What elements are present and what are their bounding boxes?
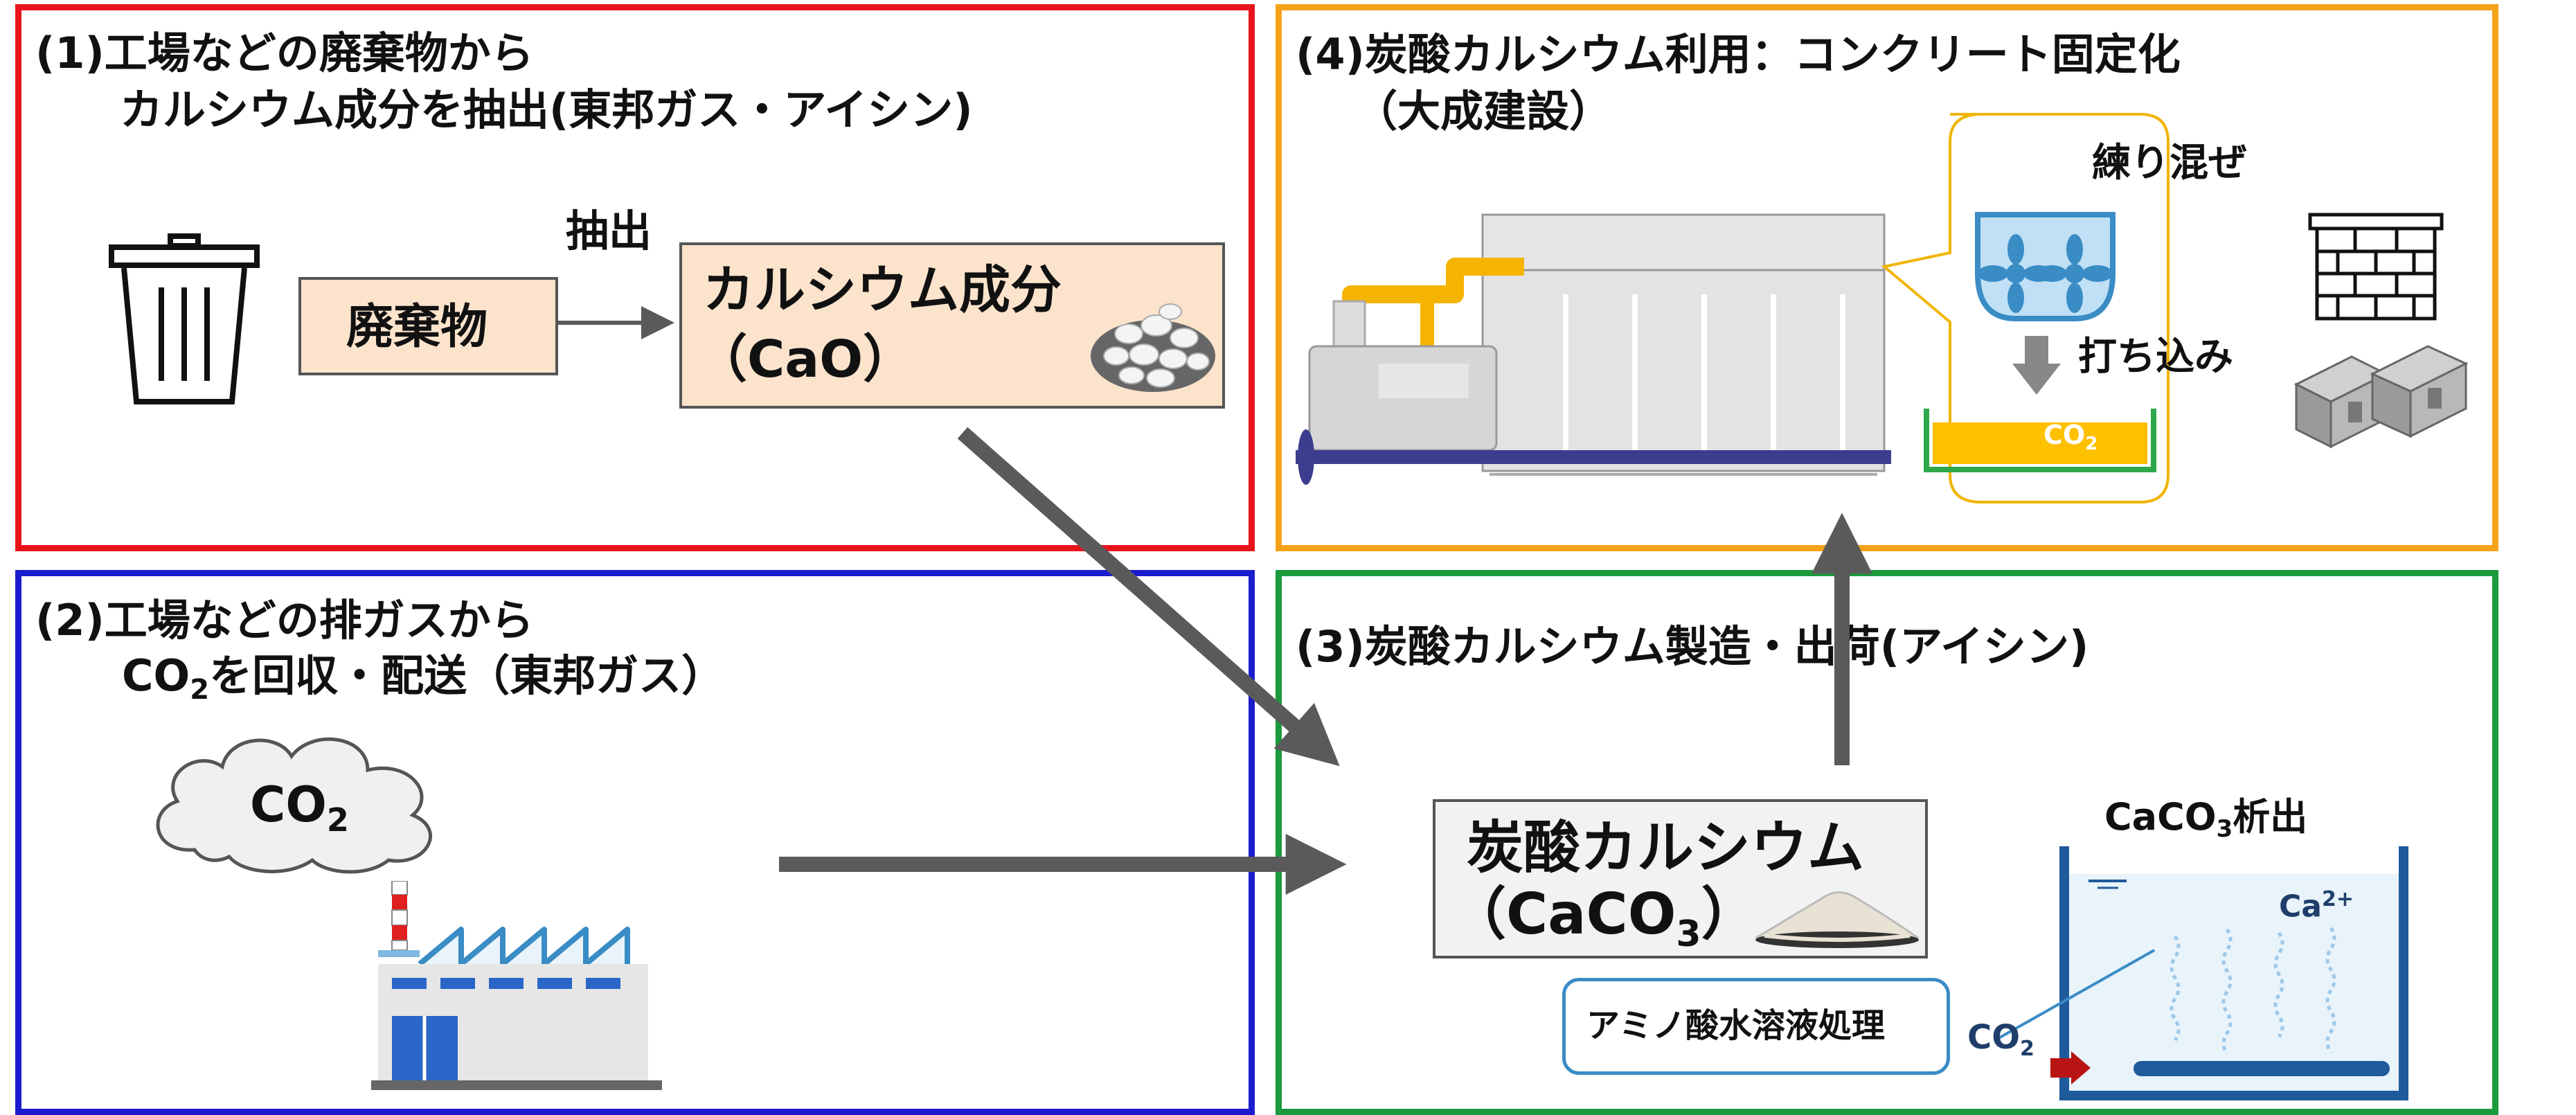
cloud-co2-label: CO2 (250, 778, 349, 838)
mixer-icon (1975, 212, 2116, 321)
cloud-co: CO (250, 776, 327, 833)
panel1-title-line2: カルシウム成分を抽出(東邦ガス・アイシン) (120, 84, 973, 135)
formula-close: ） (1701, 882, 1758, 947)
panel2-title-co: CO (122, 650, 190, 701)
panel4-subtitle: （大成建設） (1354, 86, 1613, 136)
trash-can-icon (109, 233, 260, 404)
calcium-ion-label: Ca2+ (2279, 888, 2354, 924)
precip-sub: 3 (2216, 815, 2233, 843)
co2-cloud-icon (156, 737, 432, 874)
calcium-carbonate-powder-icon (1754, 891, 1920, 948)
mold-icon (1924, 409, 2156, 472)
pour-label: 打ち込み (2078, 334, 2233, 380)
calcium-carbonate-box: 炭酸カルシウム （CaCO3） (1433, 799, 1928, 958)
calcium-label: カルシウム成分 (703, 260, 1062, 320)
inlet-co: CO (1967, 1018, 2021, 1057)
precip-suffix: 析出 (2233, 795, 2308, 839)
calcium-component-box: カルシウム成分 （CaO） (679, 242, 1225, 409)
inlet-co2-label: CO2 (1967, 1019, 2034, 1060)
concrete-plant-icon (1296, 213, 1891, 485)
panel2-title-line1: (2)工場などの排ガスから (35, 595, 534, 645)
formula-sub: 3 (1676, 913, 1701, 955)
precip-prefix: CaCO (2104, 795, 2217, 839)
brick-wall-icon (2308, 213, 2444, 321)
callout-pointer (1994, 949, 2155, 1042)
cloud-sub: 2 (326, 801, 349, 839)
precipitation-tank-icon (2050, 846, 2408, 1100)
panel-concrete-fixation: (4)炭酸カルシウム利用：コンクリート固定化 （大成建設） 練り混ぜ (1276, 4, 2498, 551)
down-arrow-icon (2012, 336, 2061, 395)
extract-label: 抽出 (566, 206, 652, 256)
precipitation-label: CaCO3析出 (2104, 796, 2307, 842)
waste-box: 廃棄物 (298, 277, 558, 375)
panel1-title-line1: (1)工場などの廃棄物から (35, 28, 534, 78)
mold-co2-label: CO2 (2043, 420, 2098, 454)
inlet-sub: 2 (2020, 1037, 2034, 1061)
product-label: 炭酸カルシウム (1467, 815, 1865, 881)
calcium-formula: （CaO） (696, 330, 915, 389)
panel2-title-rest: を回収・配送（東邦ガス） (209, 650, 725, 701)
panel-calcium-carbonate-production: (3)炭酸カルシウム製造・出荷(アイシン) 炭酸カルシウム （CaCO3） Ca… (1276, 570, 2498, 1115)
formula-open: （CaCO (1449, 882, 1676, 947)
panel2-title-line2: CO2を回収・配送（東邦ガス） (122, 652, 724, 705)
concrete-blocks-icon (2293, 345, 2469, 449)
amino-acid-label: アミノ酸水溶液処理 (1586, 1006, 1886, 1045)
mold-sub: 2 (2085, 434, 2098, 454)
factory-icon (371, 881, 662, 1090)
ion-charge: 2+ (2321, 887, 2354, 911)
waste-label: 廃棄物 (346, 300, 488, 355)
ion-label: Ca (2279, 889, 2322, 925)
mold-co: CO (2043, 420, 2086, 450)
panel-waste-extraction: (1)工場などの廃棄物から カルシウム成分を抽出(東邦ガス・アイシン) 廃棄物 … (15, 4, 1255, 551)
amino-acid-callout: アミノ酸水溶液処理 (1562, 978, 1950, 1075)
panel3-title: (3)炭酸カルシウム製造・出荷(アイシン) (1296, 621, 2089, 672)
product-formula: （CaCO3） (1449, 882, 1758, 955)
mix-label: 練り混ぜ (2092, 141, 2247, 186)
panel2-title-sub: 2 (190, 674, 210, 706)
calcium-to-production-arrow (957, 427, 1340, 767)
panel-co2-recovery: (2)工場などの排ガスから CO2を回収・配送（東邦ガス） CO2 (15, 570, 1255, 1115)
panel4-title: (4)炭酸カルシウム利用：コンクリート固定化 (1296, 29, 2181, 80)
lime-stones-icon (1091, 303, 1215, 392)
